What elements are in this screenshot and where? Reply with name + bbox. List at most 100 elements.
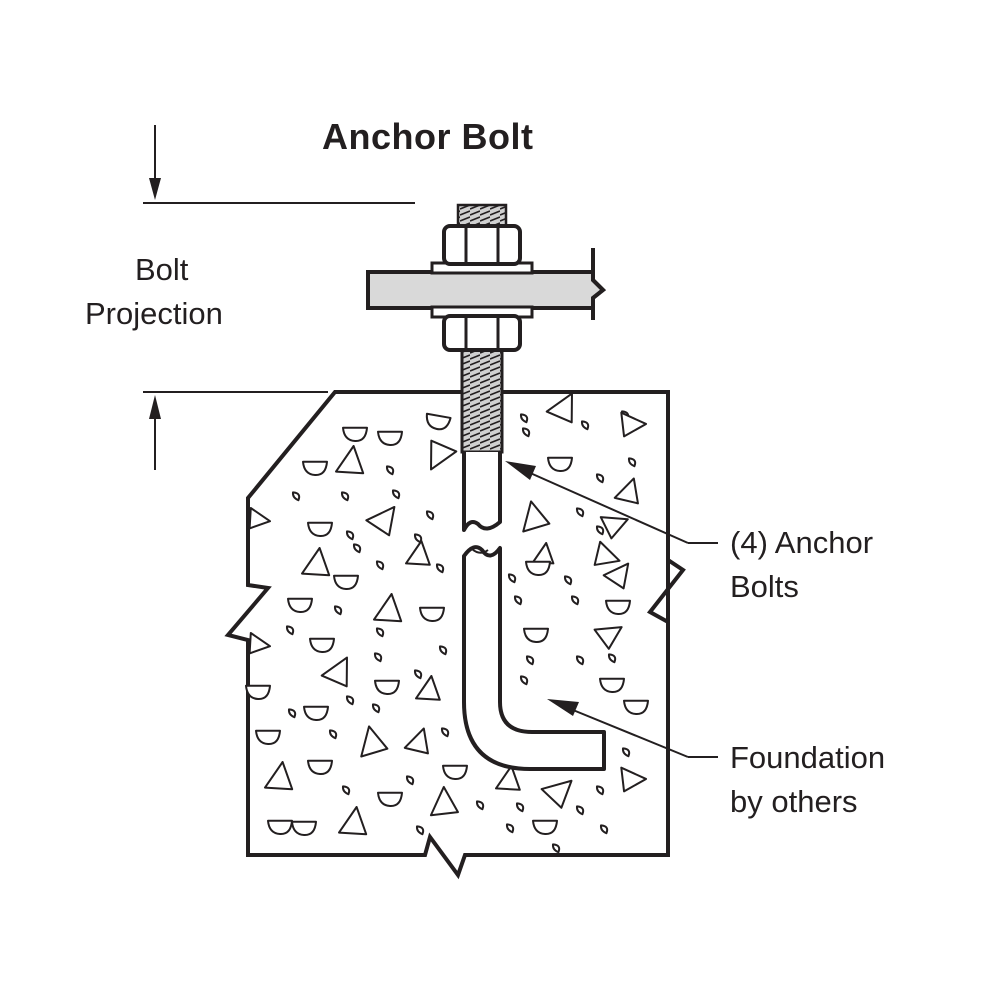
aggregate-chip	[340, 491, 350, 502]
aggregate-chip	[513, 595, 523, 606]
aggregate-chip	[547, 456, 573, 473]
foundation-label-line2: by others	[730, 784, 858, 819]
aggregate-chip	[285, 625, 295, 636]
aggregate-chip	[267, 819, 293, 836]
aggregate-chip	[599, 824, 609, 835]
bolt-rod-break-mark	[471, 548, 489, 554]
aggregate-stone	[248, 507, 271, 530]
aggregate-chip	[570, 595, 580, 606]
aggregate-stone	[360, 725, 389, 758]
aggregate-chip	[342, 426, 368, 443]
bottom-nut	[442, 314, 522, 352]
aggregate-chip	[345, 530, 355, 541]
aggregate-chip	[627, 457, 637, 468]
aggregate-chip	[438, 645, 448, 656]
anchor-bolts-label-line1: (4) Anchor	[730, 525, 874, 560]
aggregate-chip	[255, 729, 281, 746]
aggregate-chip	[328, 729, 338, 740]
aggregate-chip	[475, 800, 485, 811]
aggregate-chip	[519, 413, 529, 424]
bolt-thread-lower	[460, 338, 504, 454]
aggregate-stone	[593, 626, 623, 650]
aggregate-chip	[415, 825, 425, 836]
aggregate-chip	[287, 597, 313, 614]
aggregate-chip	[563, 575, 573, 586]
aggregate-chip	[405, 775, 415, 786]
aggregate-chip	[291, 820, 317, 837]
bolt-projection-dimension	[143, 125, 415, 470]
anchor-bolts-label-line2: Bolts	[730, 569, 799, 604]
base-plate	[366, 270, 606, 310]
aggregate-chip	[287, 708, 297, 719]
aggregate-chip	[333, 605, 343, 616]
aggregate-chip	[377, 791, 403, 808]
aggregate-chip	[621, 747, 631, 758]
aggregate-chip	[419, 606, 445, 623]
aggregate-stone	[335, 445, 365, 475]
aggregate-chip	[371, 703, 381, 714]
aggregate-stone	[620, 411, 648, 438]
aggregate-chip	[507, 573, 517, 584]
aggregate-stone	[415, 675, 441, 701]
bolt-projection-label-line2: Projection	[85, 296, 223, 331]
aggregate-chip	[333, 574, 359, 591]
aggregate-stone	[405, 540, 431, 566]
aggregate-chip	[442, 764, 468, 781]
aggregate-chip	[575, 507, 585, 518]
aggregate-chip	[623, 699, 649, 716]
aggregate-chip	[607, 653, 617, 664]
aggregate-chip	[303, 705, 329, 722]
aggregate-chip	[391, 489, 401, 500]
aggregate-stone	[430, 439, 458, 471]
aggregate-stone	[373, 593, 403, 623]
aggregate-stone	[365, 505, 396, 537]
aggregate-stone	[301, 547, 331, 577]
aggregate-chip	[515, 802, 525, 813]
aggregate-chip	[525, 560, 551, 577]
aggregate-chip	[377, 430, 403, 447]
diagram-title: Anchor Bolt	[322, 116, 534, 157]
aggregate-chip	[551, 843, 561, 854]
aggregate-stone	[602, 562, 630, 590]
aggregate-chip	[373, 652, 383, 663]
aggregate-chip	[375, 560, 385, 571]
aggregate-chip	[595, 473, 605, 484]
plate-break-line	[591, 248, 606, 320]
foundation-leader	[547, 699, 718, 758]
aggregate-chip	[345, 695, 355, 706]
aggregate-chip	[523, 627, 549, 644]
aggregate-stone	[429, 785, 459, 817]
aggregate-chip	[599, 677, 625, 694]
aggregate-chip	[575, 805, 585, 816]
bolt-projection-label-line1: Bolt	[135, 252, 189, 287]
aggregate-chip	[245, 684, 271, 701]
aggregate-chip	[307, 521, 333, 538]
aggregate-chip	[521, 427, 531, 438]
bolt-thread-top	[456, 203, 508, 229]
aggregate-stone	[540, 779, 573, 809]
aggregate-chip	[352, 543, 362, 554]
aggregate-stone	[248, 632, 271, 655]
aggregate-stone	[264, 761, 294, 791]
aggregate-chip	[425, 510, 435, 521]
aggregate-stone	[320, 656, 348, 688]
aggregate-chip	[595, 785, 605, 796]
concrete-aggregate	[245, 392, 649, 854]
aggregate-chip	[580, 420, 590, 431]
aggregate-stone	[495, 765, 521, 791]
aggregate-chip	[435, 563, 445, 574]
aggregate-chip	[302, 460, 328, 477]
aggregate-chip	[374, 679, 400, 696]
aggregate-stone	[338, 806, 368, 836]
aggregate-stone	[593, 540, 621, 566]
top-nut	[442, 224, 522, 266]
aggregate-chip	[413, 669, 423, 680]
aggregate-chip	[595, 525, 605, 536]
aggregate-stone	[403, 727, 429, 755]
aggregate-stone	[613, 477, 639, 505]
aggregate-chip	[375, 627, 385, 638]
aggregate-stone	[522, 500, 551, 533]
aggregate-chip	[385, 465, 395, 476]
aggregate-chip	[341, 785, 351, 796]
aggregate-chip	[505, 823, 515, 834]
